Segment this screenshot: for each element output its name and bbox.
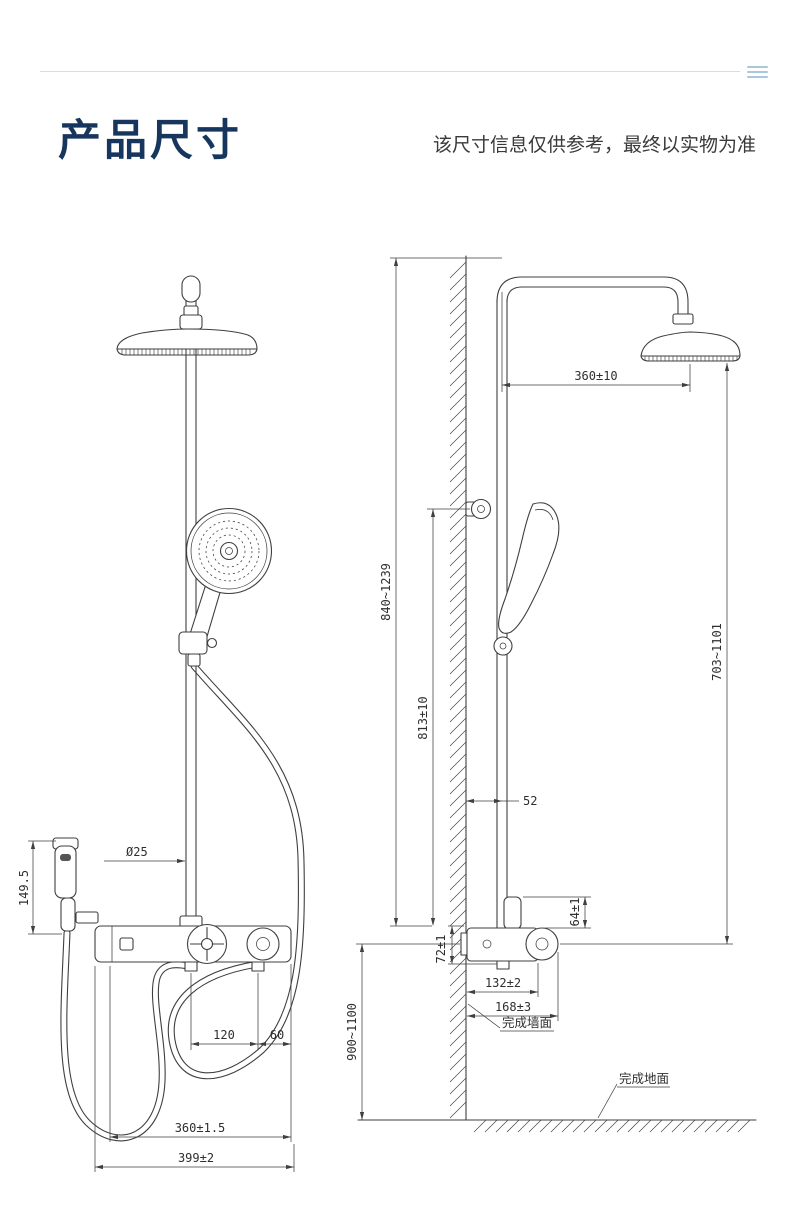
diverter-knob [246,927,280,961]
dim-head-reach: 360±10 [574,369,617,383]
side-head-spray-face [644,356,738,361]
side-mixer-valve [460,896,559,970]
slide-bar-bracket [178,631,208,655]
dim-inlet-spacing: 360±1.5 [175,1121,226,1135]
front-head-spray-face [121,349,251,355]
dim-outlet-offset: 120 [213,1028,235,1042]
side-dimensions: 360±10 840~1239 813±10 52 64±1 [345,257,733,1120]
front-bidet-sprayer [52,837,99,932]
label-finished-wall: 完成墙面 [502,1015,552,1030]
front-riser-pipe [181,275,201,927]
dim-valve-height: 64±1 [568,898,582,927]
front-mixer-valve [94,915,292,972]
front-rain-shower-head [116,305,258,356]
triple-line-icon [747,63,768,81]
wall-hatching [449,261,467,1119]
front-hand-shower [178,507,273,667]
front-sprayer-hose [60,929,192,1142]
dim-overall-width: 399±2 [178,1151,214,1165]
page-title: 产品尺寸 [58,117,242,165]
dim-sprayer-height: 149.5 [17,870,31,906]
disclaimer-text: 该尺寸信息仅供参考，最终以实物为准 [432,135,756,156]
dim-head-to-valve: 703~1101 [710,623,724,681]
front-view: 149.5 Ø25 120 60 360±1.5 399±2 [17,275,305,1172]
front-hand-shower-hose [167,662,305,1080]
side-view: 360±10 840~1239 813±10 52 64±1 [345,255,757,1133]
dim-pipe-diameter: Ø25 [126,845,148,859]
dim-valve-depth-drop: 72±1 [434,935,448,964]
front-dimensions: 149.5 Ø25 120 60 360±1.5 399±2 [17,840,295,1172]
dim-riser-height: 813±10 [416,696,430,739]
wall-union-bracket [465,498,492,520]
dim-install-height: 900~1100 [345,1003,359,1061]
floor-hatching [473,1119,751,1133]
dim-outlet-to-end: 60 [270,1028,284,1042]
side-hand-shower [493,502,560,656]
dim-wall-to-handle: 168±3 [495,1000,531,1014]
dim-overall-height: 840~1239 [379,563,393,621]
dim-wall-to-body: 132±2 [485,976,521,990]
dim-wall-offset: 52 [523,794,537,808]
label-finished-floor: 完成地面 [619,1071,669,1086]
side-rain-shower-head [640,331,741,362]
header-divider [40,71,740,72]
